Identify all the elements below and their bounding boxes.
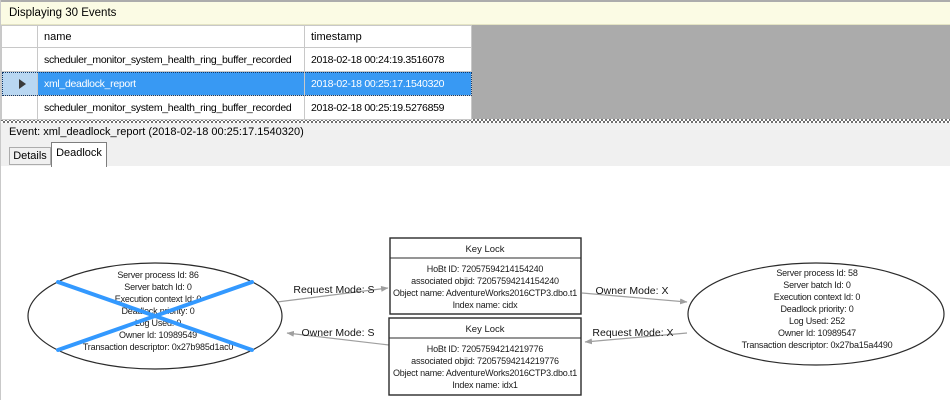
process-node-survivor[interactable] — [687, 262, 945, 366]
lock-bottom-text: HoBt ID: 72057594214219776 associated ob… — [393, 344, 577, 390]
lock-bottom-title: Key Lock — [465, 324, 504, 335]
lock-bottom-line: Index name: idx1 — [452, 380, 518, 390]
survivor-line: Server process Id: 58 — [776, 268, 858, 278]
edge-request-mode-s[interactable] — [276, 285, 389, 303]
victim-line: Server batch Id: 0 — [124, 282, 192, 292]
row-indicator-header-cell — [1, 25, 38, 48]
splitter-handle[interactable] — [1, 119, 950, 123]
tab-details[interactable]: Details — [9, 147, 51, 165]
edge-owner-mode-s[interactable] — [286, 330, 390, 346]
current-row-arrow-icon — [19, 78, 26, 89]
lock-top-text: HoBt ID: 72057594214154240 associated ob… — [393, 264, 577, 310]
events-count-label: Displaying 30 Events — [9, 7, 117, 19]
edge-label-request-s: Request Mode: S — [293, 284, 374, 296]
event-timestamp-cell[interactable]: 2018-02-18 00:25:19.5276859 — [304, 95, 472, 120]
survivor-line: Deadlock priority: 0 — [780, 304, 853, 314]
process-survivor-text: Server process Id: 58 Server batch Id: 0… — [742, 268, 893, 350]
events-grid-backdrop: name timestamp scheduler_monitor_system_… — [1, 25, 950, 120]
victim-line: Server process Id: 86 — [117, 270, 199, 280]
edge-owner-mode-x[interactable] — [581, 292, 688, 305]
grid-header-row: name timestamp — [1, 25, 472, 48]
row-indicator-cell — [1, 47, 38, 72]
edge-label-request-x: Request Mode: X — [592, 327, 673, 339]
lock-top-line: associated objid: 72057594214154240 — [411, 276, 559, 286]
event-name-cell[interactable]: scheduler_monitor_system_health_ring_buf… — [37, 47, 305, 72]
event-row[interactable]: scheduler_monitor_system_health_ring_buf… — [1, 47, 472, 72]
row-indicator-cell — [1, 95, 38, 120]
lock-top-line: HoBt ID: 72057594214154240 — [427, 264, 544, 274]
lock-top-line: Index name: cidx — [453, 300, 519, 310]
edge-request-mode-x[interactable] — [584, 332, 688, 345]
survivor-line: Log Used: 252 — [789, 316, 845, 326]
lock-node-top[interactable] — [389, 237, 582, 315]
lock-top-title: Key Lock — [465, 244, 504, 255]
lock-bottom-line: HoBt ID: 72057594214219776 — [427, 344, 544, 354]
process-victim-text: Server process Id: 86 Server batch Id: 0… — [83, 270, 234, 352]
victim-line: Transaction descriptor: 0x27b985d1ac0 — [83, 342, 234, 352]
lock-top-line: Object name: AdventureWorks2016CTP3.dbo.… — [393, 288, 577, 298]
event-row[interactable]: scheduler_monitor_system_health_ring_buf… — [1, 95, 472, 120]
tab-deadlock[interactable]: Deadlock — [51, 142, 107, 167]
edge-label-owner-x: Owner Mode: X — [596, 285, 669, 297]
selected-event-caption: Event: xml_deadlock_report (2018-02-18 0… — [1, 123, 950, 141]
column-header-timestamp[interactable]: timestamp — [304, 25, 472, 48]
deadlock-graph-pane: Server process Id: 86 Server batch Id: 0… — [1, 166, 950, 400]
event-name-cell[interactable]: xml_deadlock_report — [37, 71, 305, 96]
top-edge-strip — [1, 0, 950, 2]
lock-bottom-line: associated objid: 72057594214219776 — [411, 356, 559, 366]
survivor-line: Execution context Id: 0 — [774, 292, 861, 302]
event-name-cell[interactable]: scheduler_monitor_system_health_ring_buf… — [37, 95, 305, 120]
victim-cross-icon — [56, 280, 254, 352]
detail-tabs: Details Deadlock — [1, 141, 950, 167]
events-count-bar: Displaying 30 Events — [1, 2, 950, 25]
event-row-selected[interactable]: xml_deadlock_report 2018-02-18 00:25:17.… — [1, 71, 472, 96]
lock-node-bottom[interactable] — [388, 317, 582, 396]
deadlock-graph: Server process Id: 86 Server batch Id: 0… — [27, 237, 945, 396]
victim-line: Execution context Id: 0 — [115, 294, 202, 304]
survivor-line: Transaction descriptor: 0x27ba15a4490 — [742, 340, 893, 350]
victim-line: Deadlock priority: 0 — [121, 306, 194, 316]
victim-line: Owner Id: 10989549 — [119, 330, 197, 340]
event-timestamp-cell[interactable]: 2018-02-18 00:25:17.1540320 — [304, 71, 472, 96]
selected-event-label: Event: xml_deadlock_report (2018-02-18 0… — [9, 126, 304, 138]
event-timestamp-cell[interactable]: 2018-02-18 00:24:19.3516078 — [304, 47, 472, 72]
survivor-line: Server batch Id: 0 — [783, 280, 851, 290]
events-grid: name timestamp scheduler_monitor_system_… — [1, 25, 472, 120]
victim-line: Log Used: 0 — [135, 318, 182, 328]
column-header-name[interactable]: name — [37, 25, 305, 48]
survivor-line: Owner Id: 10989547 — [778, 328, 856, 338]
row-indicator-cell — [1, 71, 38, 96]
edge-label-owner-s: Owner Mode: S — [302, 327, 375, 339]
lock-bottom-line: Object name: AdventureWorks2016CTP3.dbo.… — [393, 368, 577, 378]
